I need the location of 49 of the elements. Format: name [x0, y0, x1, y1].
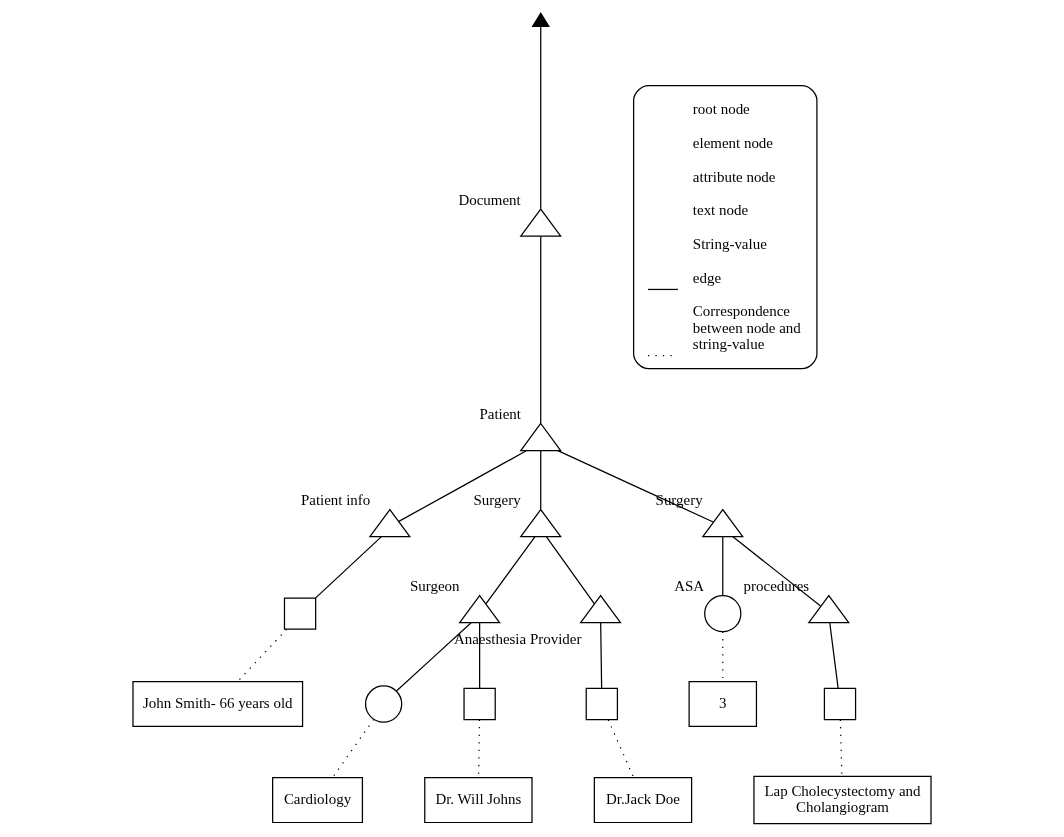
node-label: Patient info [300, 492, 371, 509]
node-label: Surgery [473, 492, 521, 509]
legend-label: Correspondence between node and string-value [692, 303, 801, 352]
node-label: Document [458, 191, 521, 208]
connector [829, 622, 839, 689]
node-box [585, 687, 619, 721]
connector [607, 719, 635, 778]
node-box: John Smith- 66 years old [132, 680, 304, 728]
node-triangle [458, 594, 501, 624]
node-triangle [701, 508, 744, 538]
connector [600, 622, 603, 689]
connector [540, 25, 542, 210]
connector [722, 536, 724, 596]
node-label: Surgeon [409, 578, 460, 595]
node-box: Cardiology [272, 777, 364, 824]
node-box [283, 597, 317, 630]
legend-label: attribute node [692, 168, 776, 185]
node-box: Lap Cholecystectomy and Cholangiogram [753, 775, 932, 825]
connector [485, 536, 536, 605]
node-triangle [579, 594, 622, 624]
node-triangle [531, 12, 550, 27]
legend-label: element node [692, 135, 773, 152]
node-triangle [519, 422, 562, 452]
node-triangle [519, 207, 562, 237]
legend-label: text node [692, 202, 749, 219]
node-box [463, 687, 496, 721]
node-circle [364, 685, 403, 723]
connector [395, 622, 472, 692]
node-box: 3 [688, 680, 758, 728]
connector [545, 536, 595, 605]
node-box: Dr. Will Johns [424, 777, 533, 824]
node-box [823, 687, 857, 721]
legend-label: edge [692, 269, 722, 286]
connector [557, 450, 714, 523]
node-triangle [519, 508, 562, 538]
connector [732, 536, 822, 607]
connector [479, 622, 481, 689]
legend-label: root node [692, 101, 750, 118]
node-label: Patient [479, 406, 521, 423]
connector [540, 235, 542, 424]
node-box: Dr.Jack Doe [593, 777, 693, 824]
connector [315, 536, 382, 599]
node-triangle [807, 594, 850, 624]
connector [398, 450, 527, 522]
legend-label: String-value [692, 236, 767, 253]
node-label: ASA [674, 578, 705, 595]
node-triangle [368, 508, 412, 538]
node-circle [704, 594, 742, 633]
connector [540, 450, 542, 510]
